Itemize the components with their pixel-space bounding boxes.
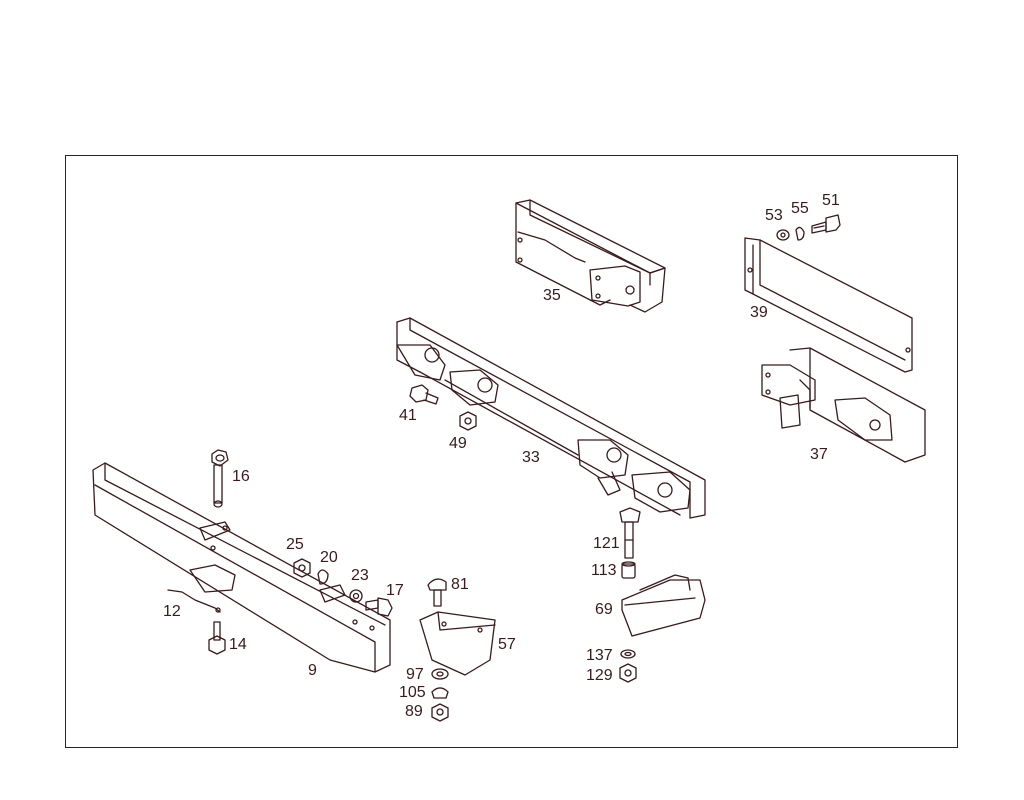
label-part-33: 33	[522, 449, 540, 466]
part-121-bolt	[619, 507, 641, 559]
label-part-129: 129	[586, 667, 613, 684]
label-part-69: 69	[595, 601, 613, 618]
diagram-frame	[65, 155, 958, 748]
part-49-nut	[459, 411, 477, 431]
part-69-buffer	[621, 574, 706, 637]
part-51-bolt	[811, 214, 841, 234]
label-part-17: 17	[386, 582, 404, 599]
label-part-137: 137	[586, 647, 613, 664]
label-part-23: 23	[351, 567, 369, 584]
label-part-39: 39	[750, 304, 768, 321]
part-17-bolt	[365, 597, 393, 617]
part-12-clip	[167, 589, 221, 613]
label-part-89: 89	[405, 703, 423, 720]
part-23-washer	[349, 589, 363, 603]
label-part-55: 55	[791, 200, 809, 217]
part-14-bolt	[208, 621, 226, 655]
label-part-49: 49	[449, 435, 467, 452]
part-35-bracket	[515, 199, 666, 313]
part-57-buffer-block	[419, 611, 496, 676]
label-part-105: 105	[399, 684, 426, 701]
part-37-bracket	[761, 347, 926, 463]
part-33-cross-member	[396, 317, 706, 519]
label-part-121: 121	[593, 535, 620, 552]
leader-line-35-39	[662, 245, 750, 268]
label-part-57: 57	[498, 636, 516, 653]
label-part-14: 14	[229, 636, 247, 653]
part-9-bumper	[92, 462, 391, 673]
label-part-25: 25	[286, 536, 304, 553]
label-part-53: 53	[765, 207, 783, 224]
part-105-washer	[431, 687, 449, 699]
part-16-pin	[211, 449, 229, 508]
part-20-lock-washer	[317, 569, 329, 585]
label-part-81: 81	[451, 576, 469, 593]
label-part-35: 35	[543, 287, 561, 304]
part-81-bolt	[427, 578, 447, 607]
label-part-41: 41	[399, 407, 417, 424]
part-137-washer	[620, 649, 636, 659]
part-89-nut	[431, 703, 449, 722]
part-129-nut	[619, 663, 637, 683]
part-39-strap	[744, 237, 913, 373]
part-53-washer	[776, 229, 790, 241]
label-part-51: 51	[822, 192, 840, 209]
label-part-20: 20	[320, 549, 338, 566]
label-part-37: 37	[810, 446, 828, 463]
part-55-lock-washer	[795, 226, 805, 241]
label-part-16: 16	[232, 468, 250, 485]
label-part-9: 9	[308, 662, 317, 679]
label-part-113: 113	[591, 562, 617, 579]
part-25-nut	[293, 558, 311, 578]
label-part-12: 12	[163, 603, 181, 620]
label-part-97: 97	[406, 666, 424, 683]
part-113-spacer	[621, 561, 636, 579]
part-97-washer	[431, 668, 449, 680]
part-41-bolt	[409, 384, 439, 405]
